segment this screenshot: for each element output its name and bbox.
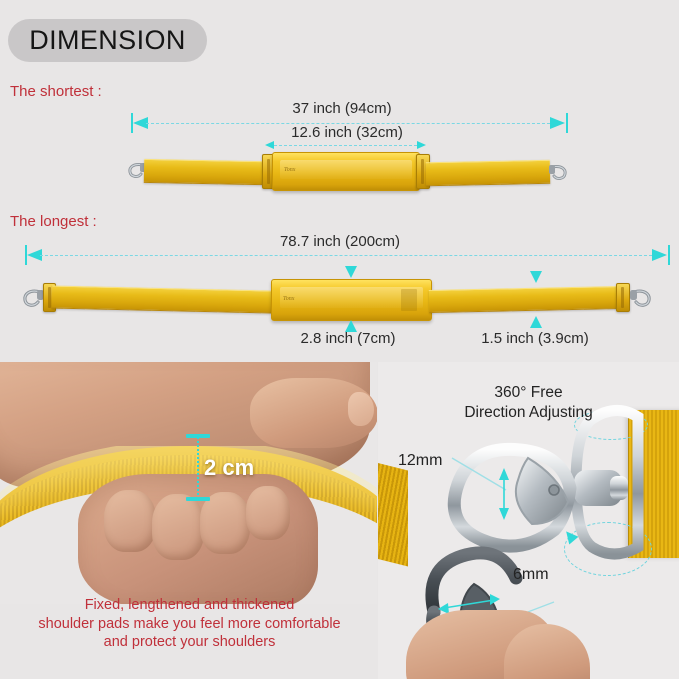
pad-highlight [280, 159, 412, 179]
shortest-total-right-tick [566, 113, 568, 133]
longest-pad-width-text: 2.8 inch (7cm) [300, 330, 396, 347]
keeper-slot [47, 287, 51, 308]
pad-brand-mark: Tonx [283, 296, 295, 302]
pad-caption-line-1: Fixed, lengthened and thickened [84, 597, 295, 613]
longest-strap-width-text: 1.5 inch (3.9cm) [481, 330, 589, 347]
strap-hook-right-long [628, 287, 654, 309]
knuckle [246, 486, 290, 540]
knuckle [152, 494, 204, 560]
hook-feature-title: 360° Free Direction Adjusting [378, 383, 679, 423]
dimension-badge: DIMENSION [8, 19, 207, 62]
longest-total-left-arrow [27, 249, 42, 261]
shortest-pad-dash-line [274, 145, 417, 146]
clasp-opening-label: 12mm [398, 452, 443, 469]
knuckle [200, 492, 250, 554]
keeper-slot [421, 158, 425, 185]
pad-highlight [279, 287, 424, 308]
strap-hook-right-short [547, 163, 569, 183]
longest-total-length-text: 78.7 inch (200cm) [279, 233, 401, 250]
thickness-bottom-cap [186, 497, 210, 501]
dimension-badge-label: DIMENSION [29, 25, 186, 55]
fingernail [348, 392, 374, 426]
pad-caption-line-3: and protect your shoulders [103, 634, 276, 650]
shortest-total-dash-line [146, 123, 550, 124]
shortest-webbing-right [425, 159, 551, 187]
pad-width-top-arrow [345, 266, 357, 278]
knuckle [104, 490, 156, 552]
shortest-webbing-left [143, 158, 267, 186]
longest-webbing-left [51, 285, 273, 314]
longest-section-label: The longest : [10, 213, 97, 230]
longest-total-left-tick [25, 245, 27, 265]
pad-caption: Fixed, lengthened and thickened shoulder… [0, 596, 379, 652]
longest-total-dash-line [40, 255, 652, 256]
keeper-slot [267, 158, 271, 185]
shortest-section-label: The shortest : [10, 83, 102, 100]
thickness-label: 2 cm [204, 455, 255, 480]
pad-brand-mark: Tonx [284, 167, 296, 173]
hook-feature-title-line-2: Direction Adjusting [464, 404, 593, 421]
longest-total-right-arrow [652, 249, 667, 261]
longest-keeper-far-right [616, 283, 630, 312]
shortest-total-left-tick [131, 113, 133, 133]
longest-webbing-right [428, 286, 620, 313]
strap-width-top-arrow [530, 271, 542, 283]
shortest-shoulder-pad: Tonx [272, 152, 420, 191]
pad-caption-line-2: shoulder pads make you feel more comfort… [38, 615, 341, 632]
shortest-total-right-arrow [550, 117, 565, 129]
strap-width-bottom-arrow [530, 316, 542, 328]
longest-total-right-tick [668, 245, 670, 265]
swivel-hook-photo [378, 362, 679, 679]
thickness-top-cap [186, 434, 210, 438]
thickness-dotted-line [197, 437, 199, 499]
shoulder-pad-photo [0, 362, 377, 604]
rotation-indicator-bottom [564, 522, 652, 576]
shortest-pad-length-text: 12.6 inch (32cm) [291, 124, 403, 141]
strap-hook-left-long [20, 287, 46, 309]
pad-width-bottom-arrow [345, 320, 357, 332]
shortest-pad-left-arrow [265, 141, 274, 149]
shortest-total-left-arrow [133, 117, 148, 129]
hook-feature-title-line-1: 360° Free [494, 384, 563, 401]
shortest-pad-right-arrow [417, 141, 426, 149]
small-hook-opening-label: 6mm [513, 566, 549, 583]
pad-logo-block [401, 289, 417, 311]
shortest-total-length-text: 37 inch (94cm) [292, 100, 392, 117]
keeper-slot [621, 287, 625, 308]
longest-shoulder-pad: Tonx [271, 279, 432, 321]
